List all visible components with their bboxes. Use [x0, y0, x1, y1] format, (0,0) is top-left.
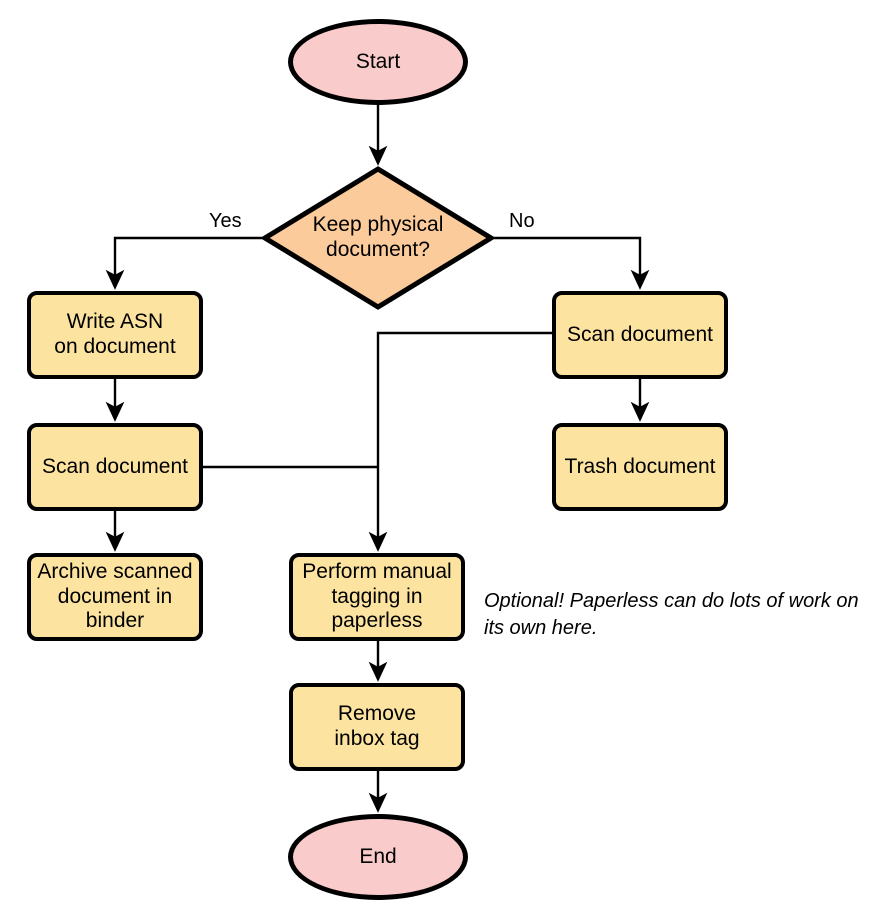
node-scan-document-left[interactable]: Scan document — [27, 423, 203, 511]
edge-label-yes: Yes — [209, 210, 242, 232]
node-write-asn[interactable]: Write ASN on document — [27, 291, 203, 379]
node-end-label: End — [359, 844, 397, 868]
node-perform-manual-tagging-label: Perform manual tagging in paperless — [302, 559, 452, 633]
node-end[interactable]: End — [288, 814, 468, 900]
node-keep-physical-document-label: Keep physical document? — [312, 213, 444, 261]
annotation-optional-note: Optional! Paperless can do lots of work … — [484, 590, 859, 639]
node-scan-document-right-label: Scan document — [567, 322, 713, 346]
node-start[interactable]: Start — [288, 19, 468, 105]
node-perform-manual-tagging[interactable]: Perform manual tagging in paperless — [289, 553, 465, 641]
node-remove-inbox-tag-label: Remove inbox tag — [334, 702, 420, 750]
node-scan-document-left-label: Scan document — [42, 454, 188, 478]
node-remove-inbox-tag[interactable]: Remove inbox tag — [289, 683, 465, 771]
node-trash-document[interactable]: Trash document — [552, 423, 728, 511]
node-write-asn-label: Write ASN on document — [54, 310, 176, 358]
node-start-label: Start — [355, 49, 401, 73]
edge-decision-to-write-asn — [105, 236, 262, 290]
node-keep-physical-document[interactable]: Keep physical document? — [262, 166, 494, 310]
node-archive-in-binder[interactable]: Archive scanned document in binder — [27, 553, 203, 641]
edge-decision-to-scan-right — [494, 236, 650, 290]
diamond-shape — [262, 166, 494, 310]
edge-scan-right-to-tagging — [368, 331, 552, 552]
node-trash-document-label: Trash document — [564, 454, 716, 478]
edge-label-no: No — [509, 210, 535, 232]
node-scan-document-right[interactable]: Scan document — [552, 291, 728, 379]
node-archive-in-binder-label: Archive scanned document in binder — [37, 559, 193, 633]
